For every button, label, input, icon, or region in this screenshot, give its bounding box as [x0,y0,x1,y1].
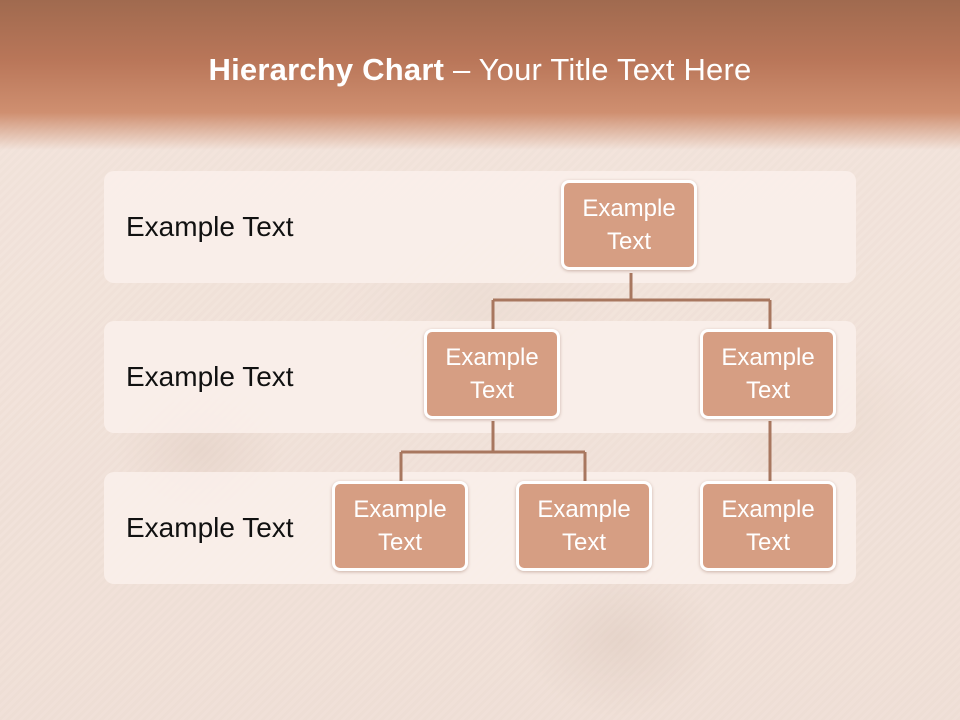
node-level3-middle[interactable]: Example Text [516,481,652,571]
title-rest: Your Title Text Here [478,52,752,87]
title-banner [0,0,960,150]
level-band-1: Example Text [104,171,856,283]
level-label-2: Example Text [126,361,294,392]
node-root[interactable]: Example Text [561,180,697,270]
level-label-1: Example Text [126,211,294,242]
title-dash: – [444,52,479,87]
node-level3-left[interactable]: Example Text [332,481,468,571]
node-level2-left[interactable]: Example Text [424,329,560,419]
node-level3-right[interactable]: Example Text [700,481,836,571]
node-level2-right[interactable]: Example Text [700,329,836,419]
level-label-3: Example Text [126,512,294,543]
slide-title: Hierarchy Chart – Your Title Text Here [0,52,960,88]
title-bold: Hierarchy Chart [208,52,445,87]
